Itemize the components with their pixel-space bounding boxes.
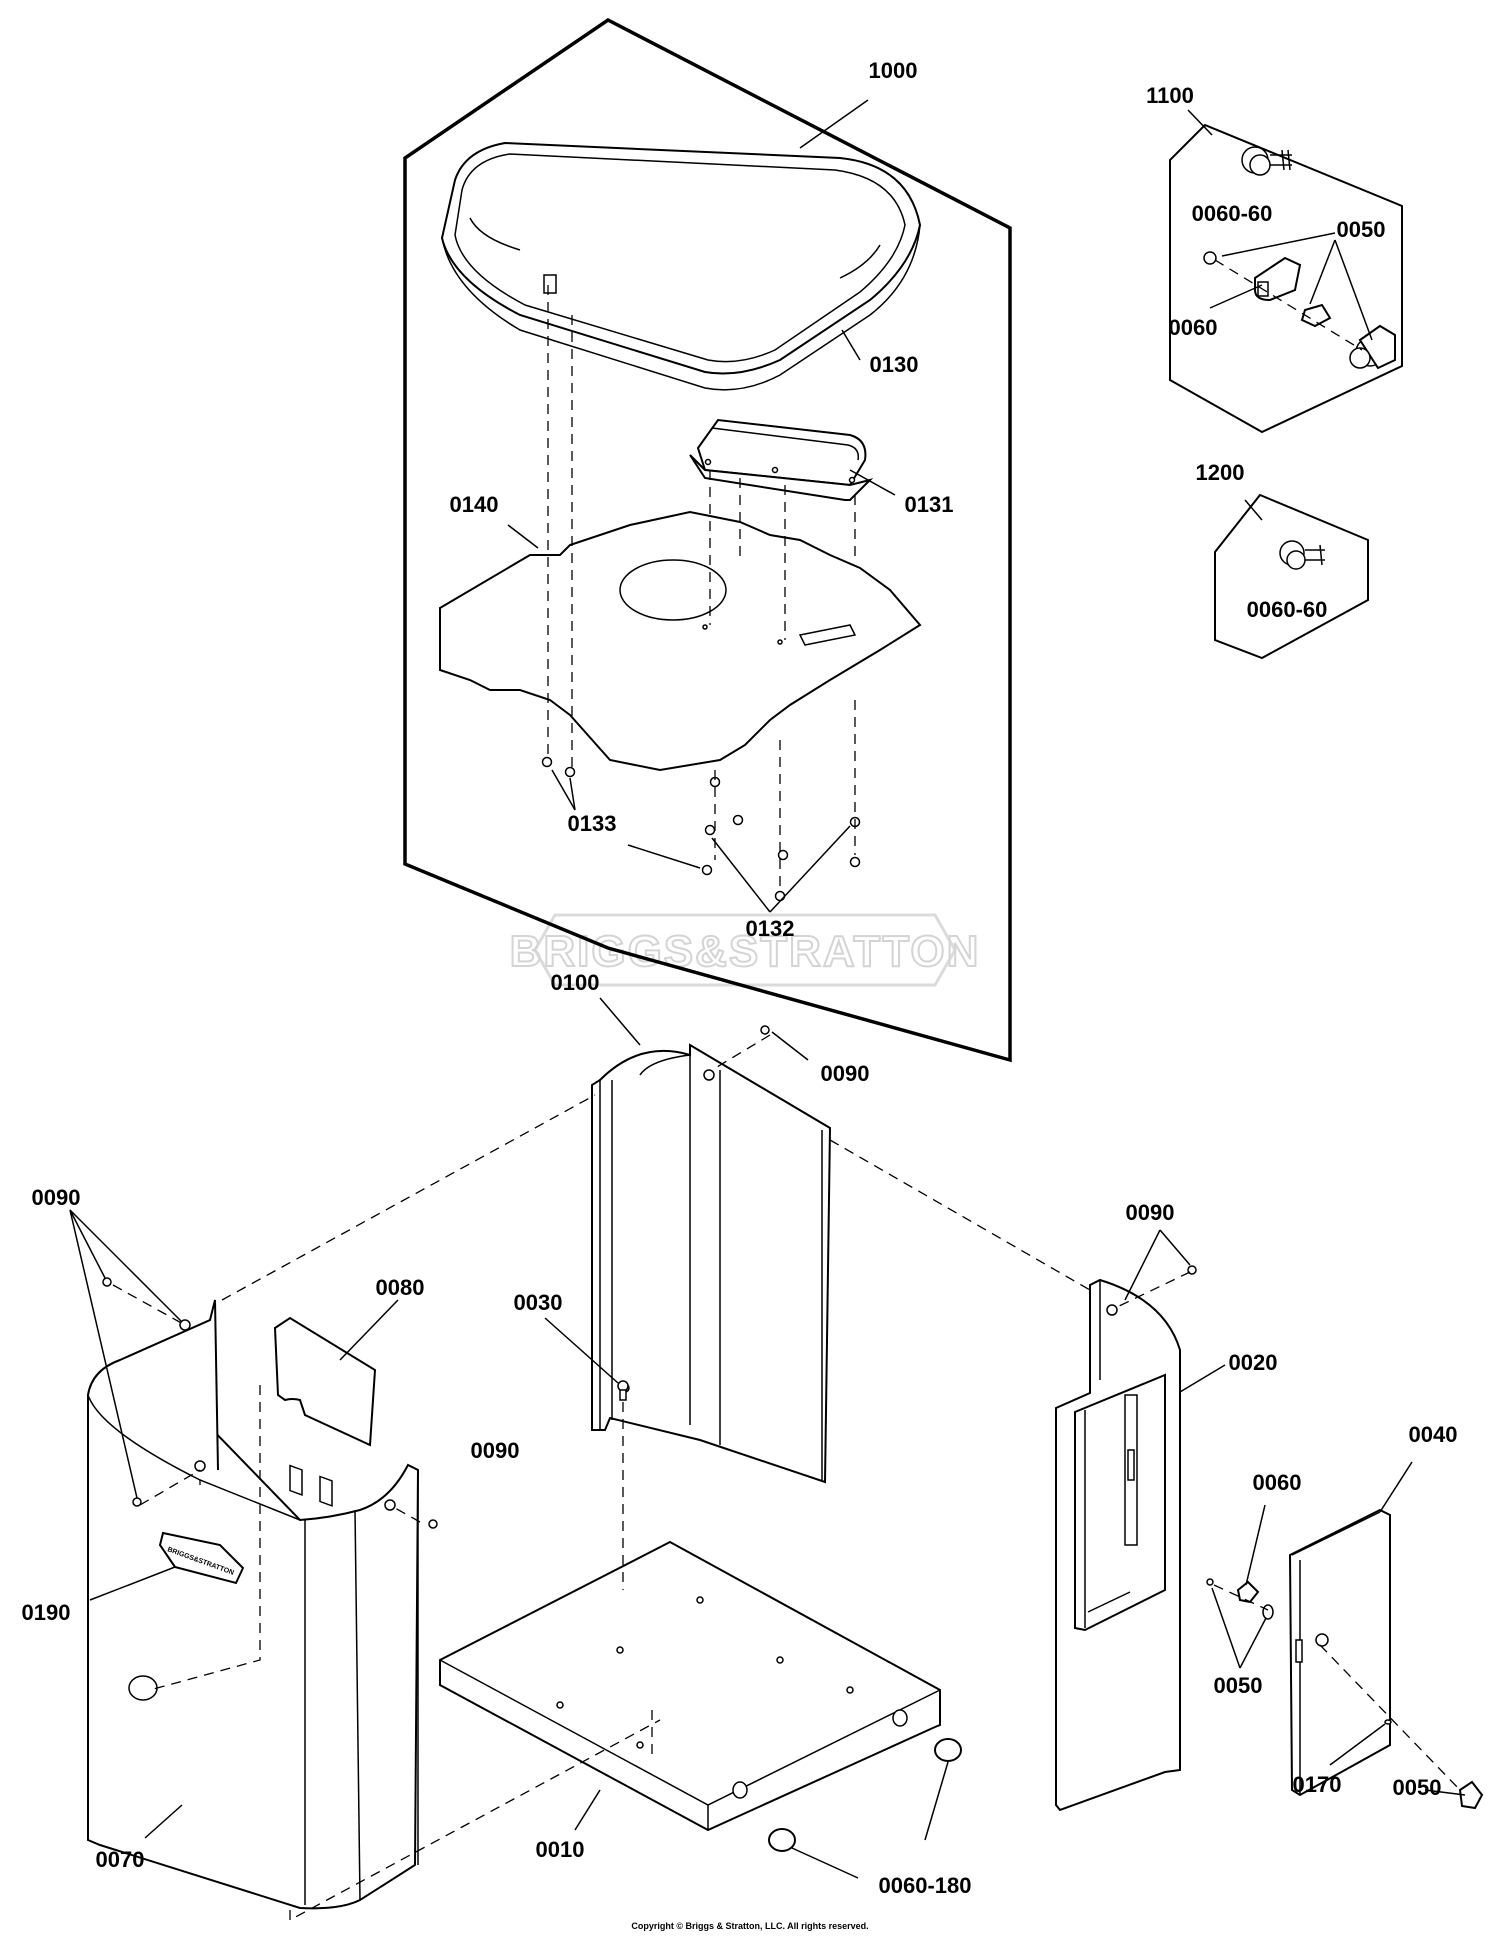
- hardware-door-latch[interactable]: [1206, 1578, 1484, 1810]
- kit-1000-outline: [403, 17, 1012, 1063]
- fastener-part-0030[interactable]: [617, 1380, 629, 1401]
- label-0190: 0190: [22, 1600, 71, 1625]
- brand-watermark: BRIGGS&STRATTON: [509, 913, 981, 987]
- label-1200: 1200: [1196, 460, 1245, 485]
- label-0060-door: 0060: [1253, 1470, 1302, 1495]
- key-part-0060-60-kit1100[interactable]: [1241, 146, 1292, 176]
- kit-1000-alignment-lines: [547, 285, 856, 890]
- label-0140: 0140: [450, 492, 499, 517]
- kit-1200-leaders: [1244, 499, 1263, 521]
- kit-1100-outline: [1169, 123, 1403, 434]
- watermark-text: BRIGGS&STRATTON: [510, 927, 981, 976]
- label-0050-latch: 0050: [1393, 1775, 1442, 1800]
- right-panel-0020[interactable]: [1055, 1278, 1181, 1812]
- bracket-part-0080[interactable]: [273, 1316, 377, 1507]
- plate-part-0140[interactable]: [439, 510, 922, 772]
- kit-1000-leaders: [507, 99, 896, 913]
- label-0080: 0080: [376, 1275, 425, 1300]
- copyright-notice: Copyright © Briggs & Stratton, LLC. All …: [631, 1921, 868, 1931]
- door-part-0040[interactable]: [1288, 1508, 1391, 1797]
- base-part-0010[interactable]: [439, 1540, 941, 1832]
- left-panel-0070[interactable]: [87, 1299, 420, 1910]
- label-0040: 0040: [1409, 1422, 1458, 1447]
- back-panel-0100[interactable]: [591, 1043, 832, 1484]
- label-0060-180: 0060-180: [879, 1873, 972, 1898]
- label-0170: 0170: [1293, 1772, 1342, 1797]
- label-1000: 1000: [869, 58, 918, 83]
- kit-1100-leaders: [1187, 109, 1373, 351]
- latch-parts-kit1100[interactable]: [1203, 251, 1396, 370]
- washers-0132[interactable]: [704, 776, 861, 902]
- lid-part-0130[interactable]: [440, 141, 922, 391]
- label-1100: 1100: [1146, 83, 1194, 108]
- enclosure-alignment-lines: [112, 1034, 1461, 1922]
- vent-part-0131[interactable]: [689, 418, 874, 501]
- label-1200-0060-60: 0060-60: [1247, 597, 1328, 622]
- label-0132: 0132: [746, 916, 795, 941]
- key-part-0060-60-kit1200[interactable]: [1279, 540, 1325, 570]
- label-0070: 0070: [96, 1847, 145, 1872]
- label-0050-door: 0050: [1214, 1673, 1263, 1698]
- label-1100-0060-60: 0060-60: [1192, 201, 1273, 226]
- label-0090-left: 0090: [32, 1185, 81, 1210]
- kit-1200-outline: [1214, 493, 1369, 660]
- plug-parts-0060-180[interactable]: [768, 1738, 962, 1852]
- label-0130: 0130: [870, 352, 919, 377]
- label-0131: 0131: [905, 492, 954, 517]
- enclosure-leaders: [69, 997, 1466, 1879]
- emblem-part-0190[interactable]: BRIGGS&STRATTON: [158, 1531, 245, 1585]
- label-0030: 0030: [514, 1290, 563, 1315]
- label-0010: 0010: [536, 1837, 585, 1862]
- label-0090-top: 0090: [821, 1061, 870, 1086]
- label-0020: 0020: [1229, 1350, 1278, 1375]
- washers-0133[interactable]: [541, 756, 713, 876]
- label-1100-0050: 0050: [1337, 217, 1386, 242]
- label-0100: 0100: [551, 970, 600, 995]
- label-0090-mid: 0090: [471, 1438, 520, 1463]
- label-1100-0060: 0060: [1169, 315, 1218, 340]
- label-0133: 0133: [568, 811, 617, 836]
- label-0090-right: 0090: [1126, 1200, 1175, 1225]
